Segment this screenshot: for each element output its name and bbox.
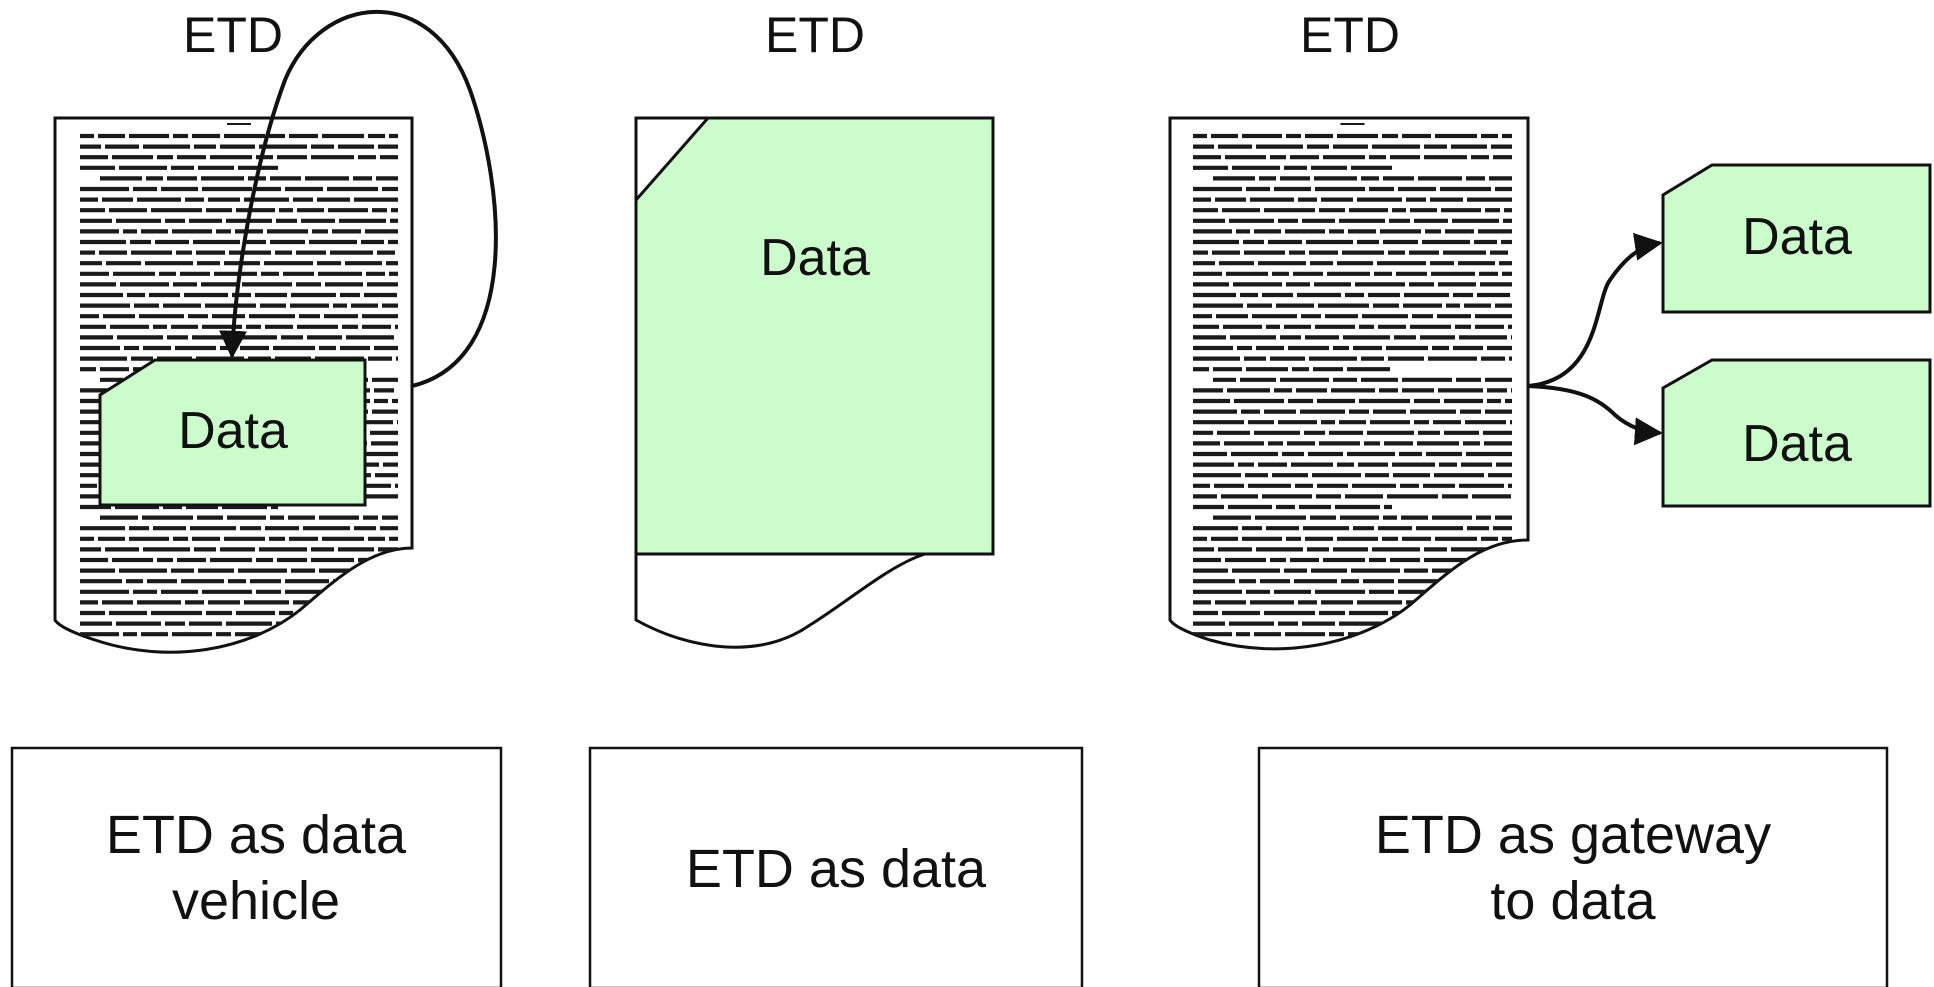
document-page-icon	[1168, 116, 1530, 651]
data-block: Data	[634, 116, 995, 556]
data-label: Data	[1742, 208, 1852, 266]
etd-title: ETD	[765, 7, 865, 63]
etd-title: ETD	[183, 7, 283, 63]
data-shape	[98, 358, 367, 507]
panel-gateway: ETD Data Data ETD as gateway to data	[1168, 7, 1932, 987]
caption-line-1: ETD as data	[686, 839, 987, 899]
caption-box: ETD as data vehicle	[10, 746, 503, 987]
caption-line-1: ETD as gateway	[1375, 805, 1771, 865]
branch-arrow-up	[1527, 232, 1663, 388]
data-block-bottom: Data	[1661, 358, 1932, 508]
data-label: Data	[178, 402, 288, 460]
data-shape	[634, 116, 995, 556]
caption-line-2: vehicle	[172, 871, 340, 931]
caption-line-2: to data	[1490, 871, 1656, 931]
etd-title: ETD	[1300, 7, 1400, 63]
data-shape	[1661, 163, 1932, 314]
data-shape	[1661, 358, 1932, 508]
panel-data-vehicle: ETD Data ETD as data vehicle	[10, 7, 503, 987]
caption-box: ETD as gateway to data	[1257, 746, 1889, 987]
page-text-lines	[1193, 123, 1512, 637]
branch-arrow-down	[1527, 384, 1663, 446]
panel-data: ETD Data ETD as data	[588, 7, 1084, 987]
caption-box: ETD as data	[588, 746, 1084, 987]
loop-arrow	[219, 9, 498, 388]
caption-line-1: ETD as data	[106, 805, 407, 865]
data-label: Data	[760, 229, 870, 287]
data-label: Data	[1742, 415, 1852, 473]
data-block: Data	[98, 358, 367, 507]
data-block-top: Data	[1661, 163, 1932, 314]
